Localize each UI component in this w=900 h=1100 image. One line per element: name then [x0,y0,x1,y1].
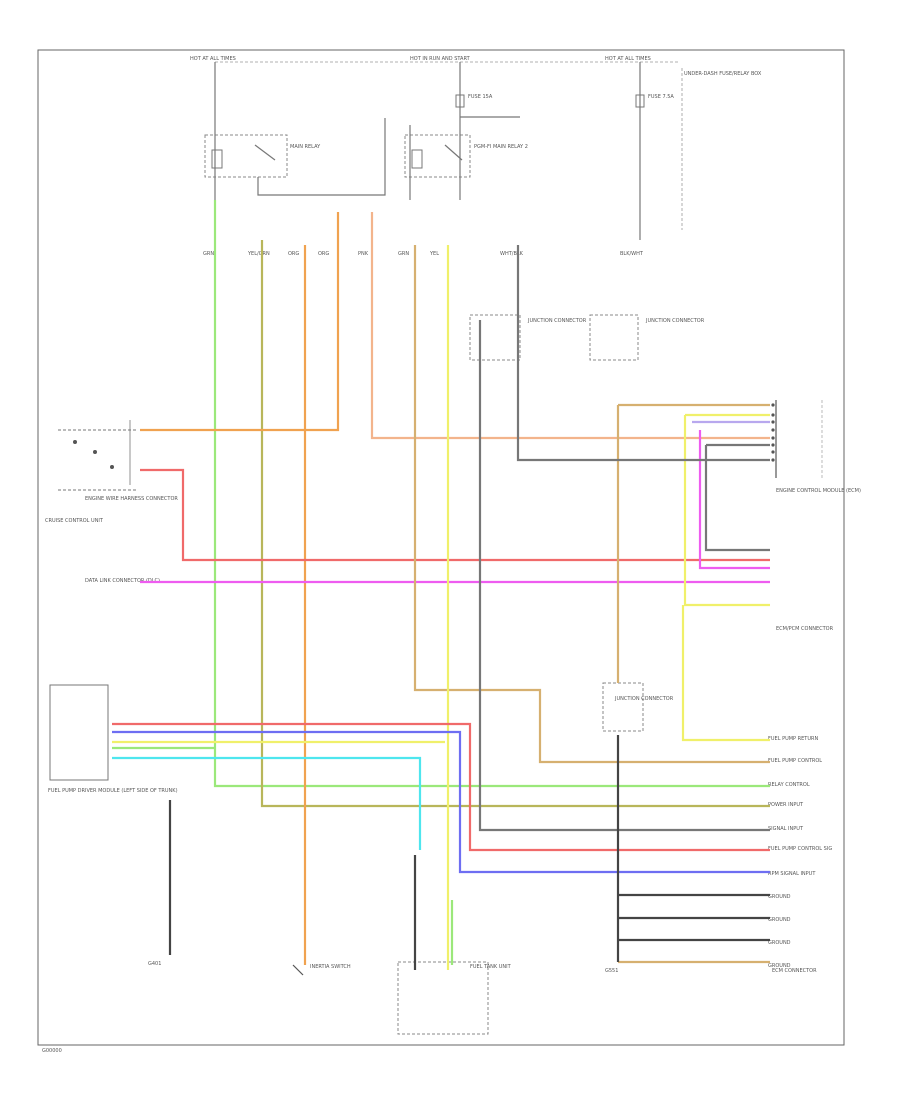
pin-label-power: POWER INPUT [768,802,804,808]
wire-fp-cyan [112,756,422,850]
wire-grey-jct [478,320,770,832]
label-left-module-sub: ENGINE WIRE HARNESS CONNECTOR [85,496,178,502]
ecm-pin-1 [771,403,775,407]
wire-olive-vertical [260,240,770,808]
junction-mid-a [469,314,521,361]
pin-label-signal: SIGNAL INPUT [768,826,804,832]
upper-wire-label-8: WHT/BLK [500,251,524,257]
wire-magenta-vert [698,430,770,570]
upper-wire-label-4: ORG [318,251,329,257]
label-junction-mid: JUNCTION CONNECTOR [527,318,587,324]
wire-orange-left [140,212,340,432]
wire-fp-blue [112,730,770,874]
upper-wire-label-5: PNK [358,251,369,257]
fuse-a-icon [455,94,465,108]
wire-yellow-jct [681,605,770,742]
relay-a-coil-icon [211,149,223,169]
label-hot-run-start-2: HOT IN RUN AND START [410,56,471,62]
label-relay-b: PGM-FI MAIN RELAY 2 [474,144,528,150]
ecm-pin-3 [771,420,775,424]
pin-label-ground-3: GROUND [768,940,791,946]
fuel-tank-unit-box [397,961,489,1035]
label-inertia-switch: INERTIA SWITCH [310,964,351,970]
relay-a-to-rail [257,118,386,196]
label-fuse-b: FUSE 7.5A [648,94,674,100]
label-junction-mid-b: JUNCTION CONNECTOR [645,318,705,324]
ecm-connector: ENGINE CONTROL MODULE (ECM) ECM/PCM CONN… [775,400,861,632]
wire-group [112,200,775,970]
wire-tan [413,245,770,764]
upper-wire-label-3: ORG [288,251,299,257]
label-right-ecm: ENGINE CONTROL MODULE (ECM) [776,488,861,494]
ecm-pin-4 [771,428,775,432]
label-left-module: CRUISE CONTROL UNIT [45,518,104,524]
pin-label-relay: RELAY CONTROL [768,782,810,788]
pin-label-fp-ctrl2: FUEL PUMP CONTROL SIG [768,846,832,852]
label-right-bottom: ECM CONNECTOR [772,968,817,974]
upper-wire-label-7: YEL [429,251,439,257]
fuel-pump-module-box [49,684,109,781]
junction-mid-b [589,314,639,361]
ecm-pin-5 [771,436,775,440]
wire-peach [370,212,770,440]
label-right-ecm-sub: ECM/PCM CONNECTOR [776,626,834,632]
footer-code: G00000 [42,1048,62,1054]
label-relay-box-note: UNDER-DASH FUSE/RELAY BOX [684,71,762,77]
ecm-pin-2 [771,413,775,417]
label-fuel-pump-module: FUEL PUMP DRIVER MODULE (LEFT SIDE OF TR… [48,788,178,794]
label-fuel-tank-unit: FUEL TANK UNIT [470,964,512,970]
upper-wire-label-2: YEL/GRN [247,251,270,257]
relay-b-switch-icon [444,144,463,161]
label-relay-a: MAIN RELAY [290,144,321,150]
wire-green-vertical [213,200,770,788]
pin-label-fp-ctrl: FUEL PUMP CONTROL [768,758,822,764]
label-fuse-a: FUSE 15A [468,94,493,100]
label-junction-low: JUNCTION CONNECTOR [614,696,674,702]
cruise-control-unit: ENGINE WIRE HARNESS CONNECTOR CRUISE CON… [45,420,178,524]
label-ground-left: G401 [148,961,161,967]
right-pin-labels: FUEL PUMP RETURN FUEL PUMP CONTROL RELAY… [768,736,832,969]
pin-label-ground-1: GROUND [768,894,791,900]
pin-label-rpm: RPM SIGNAL INPUT [768,871,816,877]
wire-fp-red [112,722,770,852]
wire-darkgrey-ecm [704,443,770,552]
relay-a-box [204,134,288,178]
label-data-link: DATA LINK CONNECTOR (DLC) [85,578,160,584]
relay-b-box [404,134,471,178]
ecm-pin-8 [771,458,775,462]
wire-yellow-ecm-v [683,415,770,607]
label-hot-run-start: HOT AT ALL TIMES [190,56,236,62]
pin-label-ground-2: GROUND [768,917,791,923]
upper-connector-row: GRN YEL/GRN ORG ORG PNK GRN YEL WHT/BLK … [203,251,644,257]
relay-a-switch-icon [254,144,276,161]
pin-label-fp-rtn: FUEL PUMP RETURN [768,736,818,742]
relay-b-coil-icon [411,149,423,169]
wire-grey-top [516,245,770,462]
fuse-b-icon [635,94,645,108]
upper-wire-label-6: GRN [398,251,409,257]
inertia-switch: INERTIA SWITCH [292,964,351,976]
wire-red [140,468,770,562]
label-hot-all-times: HOT AT ALL TIMES [605,56,651,62]
diagram-frame [37,49,845,1046]
upper-wire-label-1: GRN [203,251,214,257]
ecm-pin-6 [771,443,775,447]
junction-low-box [602,682,644,732]
pin-label-ground-4: GROUND [768,963,791,969]
ecm-pin-7 [771,450,775,454]
upper-wire-label-9: BLK/WHT [620,251,644,257]
label-ground-right: G551 [605,968,618,974]
